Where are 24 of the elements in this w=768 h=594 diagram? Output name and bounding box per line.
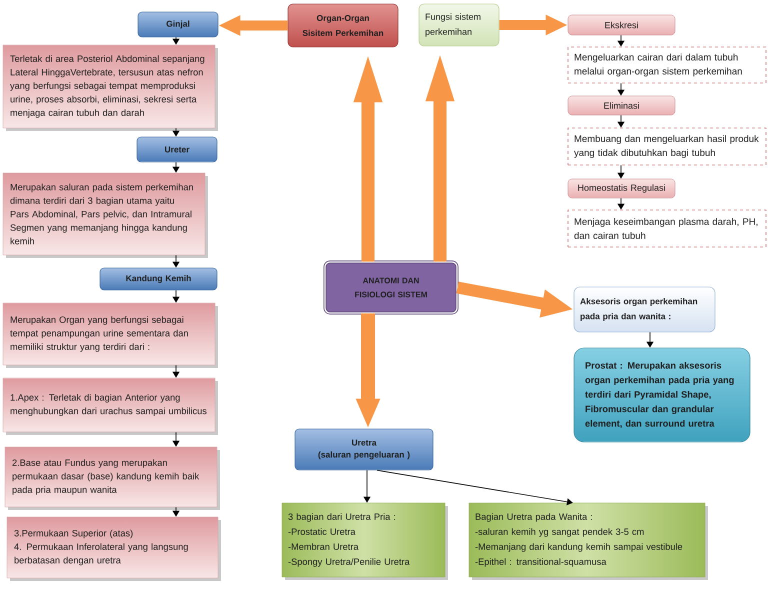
heading-box: Fungsi sistem perkemihan — [418, 4, 500, 46]
description-box: Mengeluarkan cairan dari dalam tubuh melalui organ-organ sistem perkemihan — [568, 46, 766, 84]
description-box: Membuang dan mengeluarkan hasil produk yang tidak dibutuhkan bagi tubuh — [568, 128, 766, 166]
heading-box: Uretra (saluran pengeluaran ) — [294, 428, 434, 470]
description-box: Prostat : Merupakan aksesoris organ perkemihan pada pria yang terdiri dari Pyramidal Shape, Fibromuscular dan grandular element, dan surround uretra — [574, 348, 750, 442]
heading-box: Eliminasi — [568, 96, 676, 116]
description-box: Bagian Uretra pada Wanita : -saluran kemih yg sangat pendek 3-5 cm -Memanjang dari kandung kemih sampai vestibule -Epithel : transitional-squamusa — [468, 502, 708, 580]
central-box: ANATOMI DAN FISIOLOGI SISTEM — [324, 260, 458, 314]
heading-box: Ekskresi — [568, 14, 676, 36]
heading-box: Ureter — [136, 136, 218, 162]
heading-box: Aksesoris organ perkemihan pada pria dan wanita : — [574, 286, 716, 332]
description-box: 2.Base atau Fundus yang merupakan permukaan dasar (base) kandung kemih baik pada pria maupun wanita — [4, 446, 220, 510]
heading-box: Kandung Kemih — [100, 268, 218, 290]
description-box: 3 bagian dari Uretra Pria : -Prostatic Uretra -Membran Uretra -Spongy Uretra/Penilie Uretra — [282, 502, 448, 580]
description-box: 3.Permukaan Superior (atas) 4. Permukaan Inferolateral yang langsung berbatasan dengan uretra — [6, 516, 221, 581]
heading-box: Ginjal — [138, 12, 218, 38]
arrow — [376, 470, 573, 506]
description-box: Merupakan Organ yang berfungsi sebagai tempat penampungan urine sementara dan memiliki struktur yang terdiri dari : — [2, 302, 218, 368]
description-box: Merupakan saluran pada sistem perkemihan dimana terdiri dari 3 bagian utama yaitu Pars Abdominal, Pars pelvic, dan Intramural Segmen yang memanjang hingga kandung kemih — [2, 172, 208, 258]
heading-box: Homeostatis Regulasi — [568, 178, 676, 198]
description-box: 1.Apex : Terletak di bagian Anterior yang menghubungkan dari urachus sampai umbilicus — [2, 378, 218, 435]
description-box: Terletak di area Posteriol Abdominal sepanjang Lateral HinggaVertebrate, tersusun atas nefron yang berfungsi sebagai tempat memproduksi urine, proses absorbi, eliminasi, sekresi serta menjaga cairan tubuh dan darah — [2, 44, 218, 131]
description-box: Menjaga keseimbangan plasma darah, PH, dan cairan tubuh — [568, 210, 766, 248]
heading-box: Organ-Organ Sisitem Perkemihan — [288, 4, 398, 48]
